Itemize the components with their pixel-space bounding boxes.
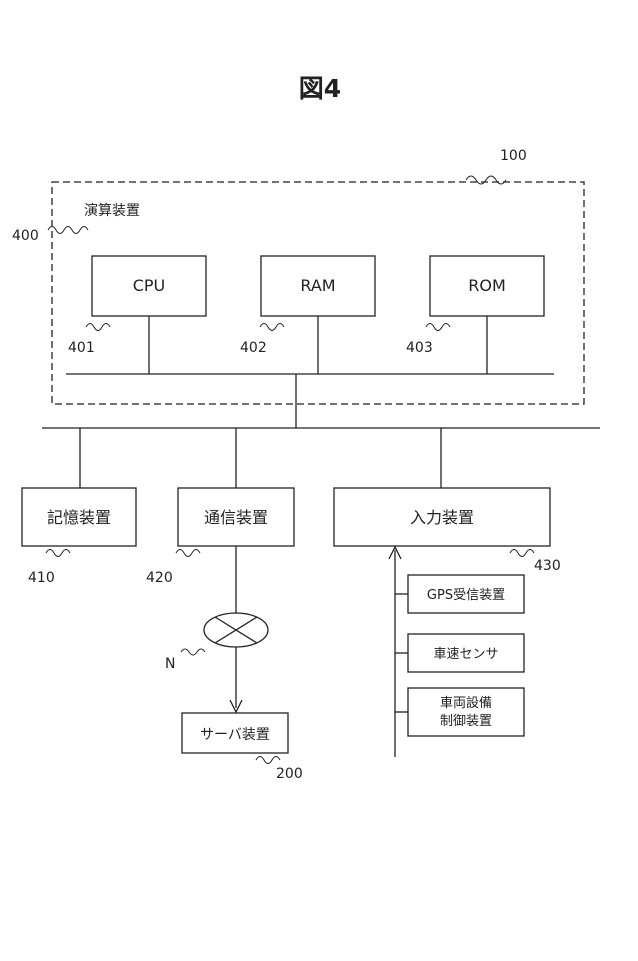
system-ref: 100 <box>500 148 527 164</box>
ram-ref: 402 <box>240 340 267 356</box>
input-leader <box>510 550 534 557</box>
network-label: N <box>165 656 175 672</box>
system-leader <box>466 176 506 184</box>
server-ref: 200 <box>276 766 303 782</box>
figure-title: 図4 <box>299 74 341 103</box>
gps-label: GPS受信装置 <box>427 588 505 603</box>
rom-label: ROM <box>468 276 506 295</box>
input-ref: 430 <box>534 558 561 574</box>
comm-ref: 420 <box>146 570 173 586</box>
ram-leader <box>260 324 284 331</box>
processor-ref: 400 <box>12 228 39 244</box>
input-label: 入力装置 <box>410 508 474 527</box>
storage-ref: 410 <box>28 570 55 586</box>
vehicle-label-line1: 車両設備 <box>440 695 492 711</box>
cpu-leader <box>86 324 110 331</box>
rom-ref: 403 <box>406 340 433 356</box>
storage-leader <box>46 550 70 557</box>
comm-leader <box>176 550 200 557</box>
rom-leader <box>426 324 450 331</box>
ram-label: RAM <box>300 276 335 295</box>
cpu-ref: 401 <box>68 340 95 356</box>
cpu-label: CPU <box>133 276 166 295</box>
processor-leader <box>48 227 88 234</box>
comm-label: 通信装置 <box>204 508 268 527</box>
network-leader <box>181 649 205 655</box>
server-leader <box>256 757 280 764</box>
server-label: サーバ装置 <box>200 727 270 743</box>
speed-label: 車速センサ <box>433 647 498 662</box>
storage-label: 記憶装置 <box>47 508 111 527</box>
processor-label: 演算装置 <box>84 203 140 219</box>
vehicle-label-line2: 制御装置 <box>440 714 492 729</box>
